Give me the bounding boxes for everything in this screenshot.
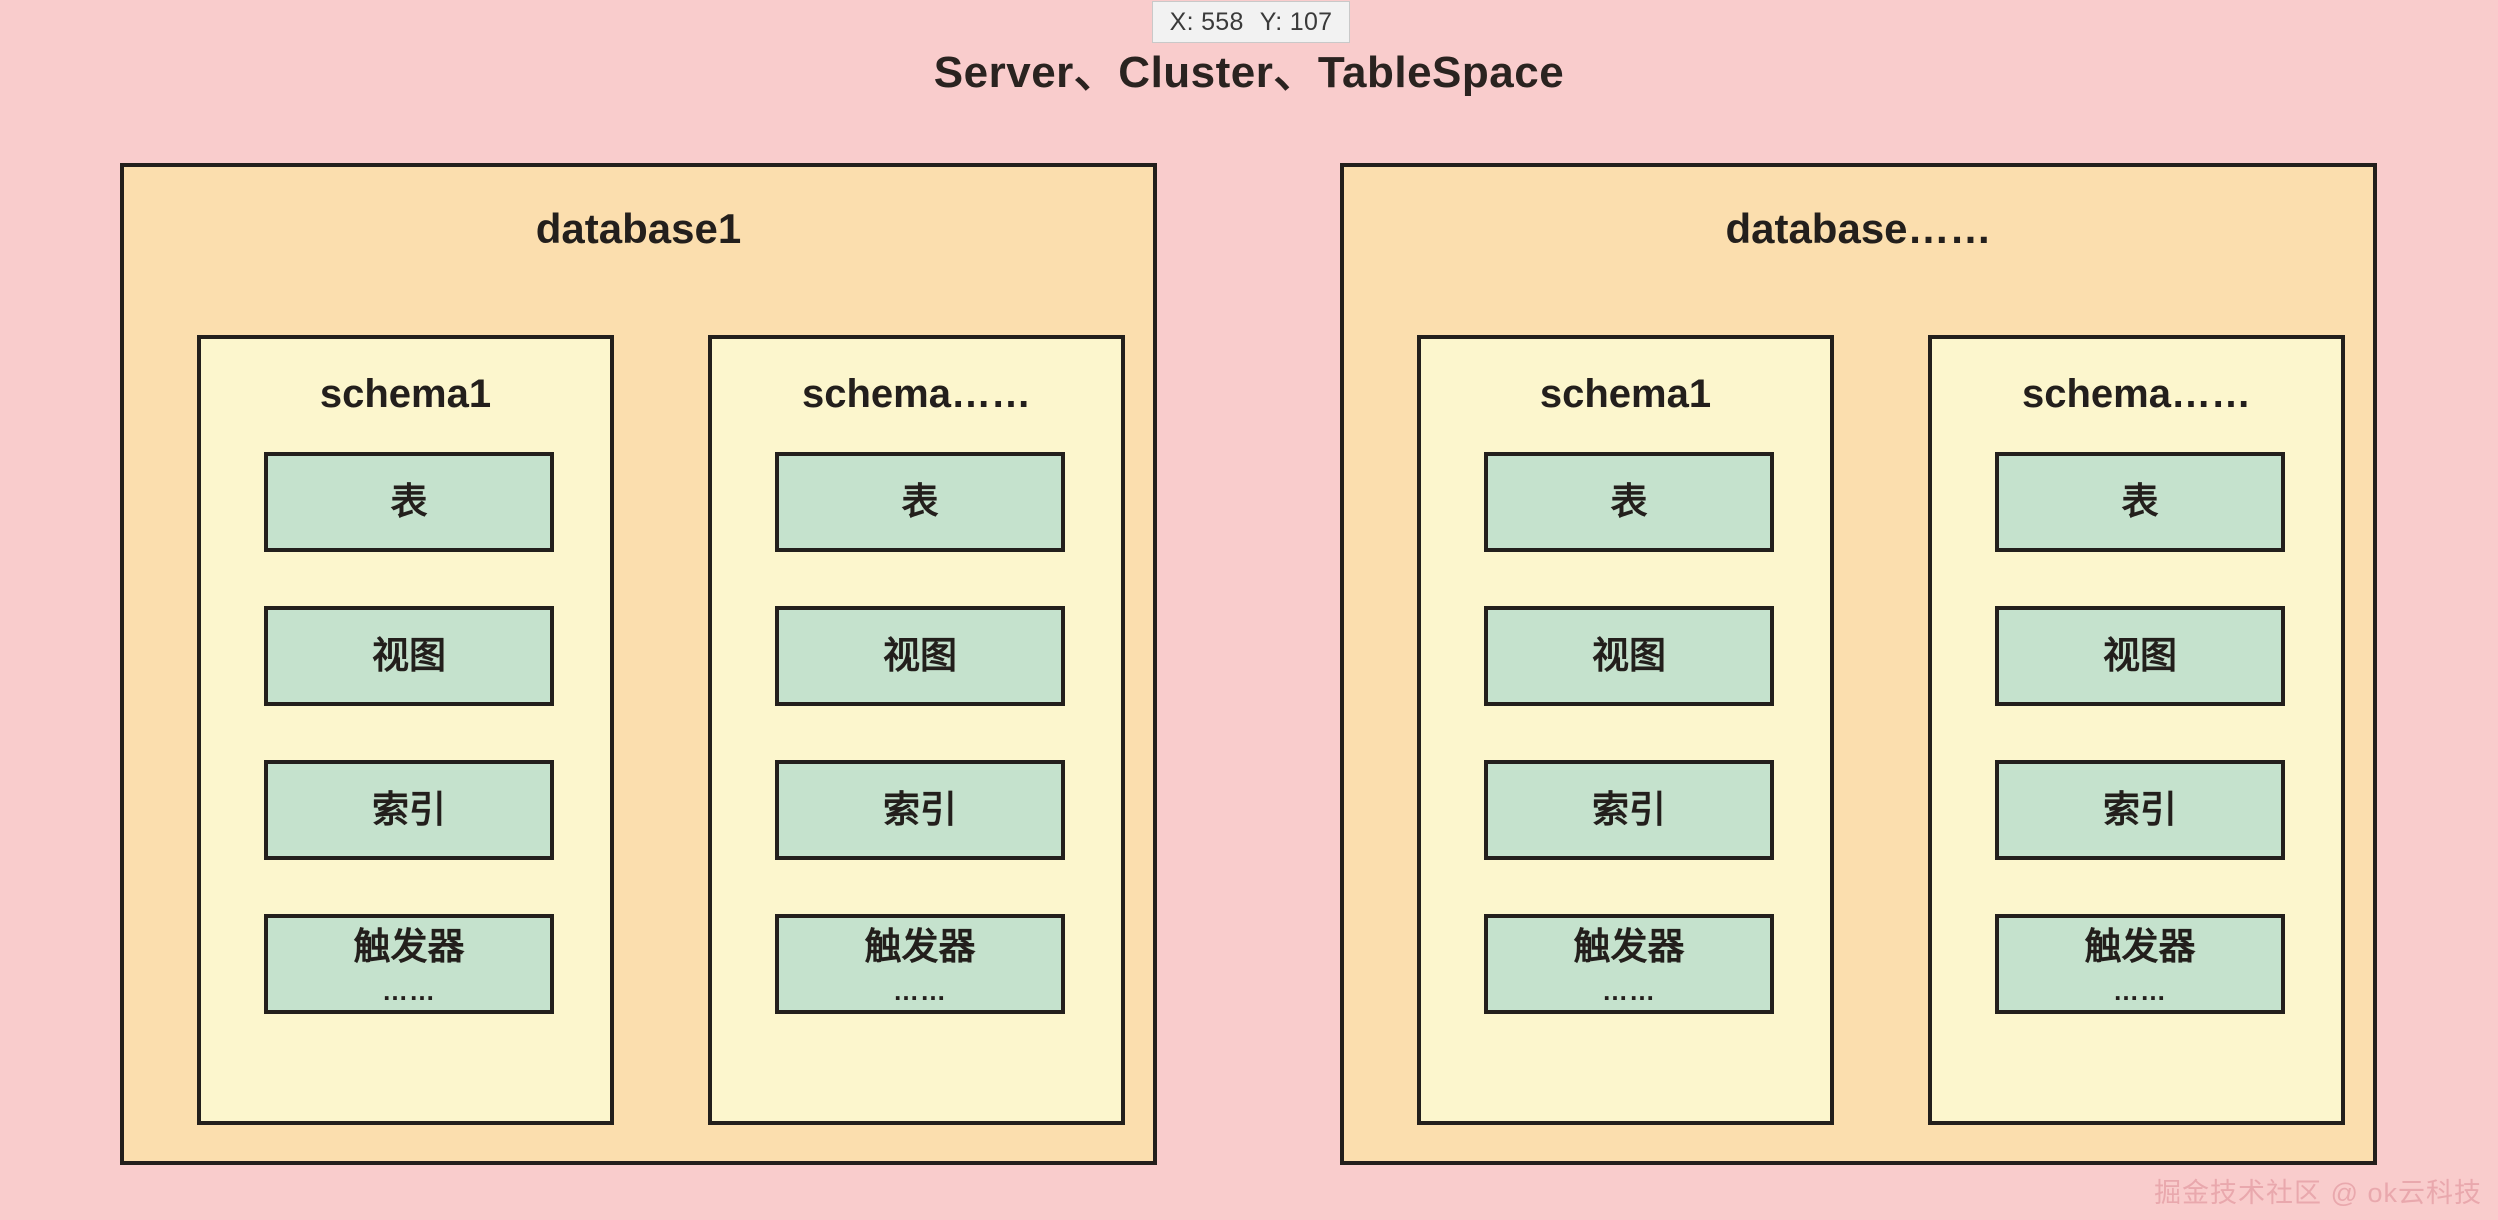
object-label: 索引 (372, 788, 446, 830)
object-box-index: 索引 (1484, 760, 1774, 860)
object-ellipsis: …… (1602, 976, 1656, 1006)
object-ellipsis: …… (2113, 976, 2167, 1006)
schema-box: schema1 表 视图 索引 触发器 …… (1417, 335, 1834, 1125)
object-box-view: 视图 (1995, 606, 2285, 706)
schema-title: schema1 (1539, 372, 1712, 416)
schema-object-list: 表 视图 索引 触发器 …… (264, 452, 554, 1068)
object-box-trigger: 触发器 …… (264, 914, 554, 1014)
object-box-index: 索引 (264, 760, 554, 860)
object-label: 触发器 (2084, 926, 2196, 967)
object-box-table: 表 (1484, 452, 1774, 552)
object-box-trigger: 触发器 …… (1484, 914, 1774, 1014)
cursor-x-value: X: 558 (1169, 7, 1244, 36)
database-box: database1 schema1 表 视图 索引 触发器 …… (120, 163, 1157, 1165)
object-label: 触发器 (353, 926, 465, 967)
object-ellipsis: …… (382, 976, 436, 1006)
schema-object-list: 表 视图 索引 触发器 …… (1484, 452, 1774, 1068)
object-label: 表 (901, 480, 939, 522)
object-label: 视图 (2103, 634, 2177, 676)
object-box-index: 索引 (775, 760, 1065, 860)
object-box-view: 视图 (775, 606, 1065, 706)
object-label: 表 (2121, 480, 2159, 522)
object-box-table: 表 (775, 452, 1065, 552)
object-label: 索引 (2103, 788, 2177, 830)
object-box-table: 表 (264, 452, 554, 552)
object-label: 表 (1610, 480, 1648, 522)
object-label: 索引 (883, 788, 957, 830)
object-label: 视图 (1592, 634, 1666, 676)
object-box-view: 视图 (1484, 606, 1774, 706)
database-box: database…… schema1 表 视图 索引 触发器 …… (1340, 163, 2377, 1165)
object-box-view: 视图 (264, 606, 554, 706)
database-title: database…… (1725, 205, 1992, 252)
object-ellipsis: …… (893, 976, 947, 1006)
object-label: 表 (390, 480, 428, 522)
object-label: 触发器 (864, 926, 976, 967)
schema-box: schema1 表 视图 索引 触发器 …… (197, 335, 614, 1125)
cursor-y-value: Y: 107 (1259, 7, 1333, 36)
object-label: 触发器 (1573, 926, 1685, 967)
object-box-index: 索引 (1995, 760, 2285, 860)
schema-row: schema1 表 视图 索引 触发器 …… (124, 335, 1153, 1125)
object-label: 索引 (1592, 788, 1666, 830)
schema-title: schema…… (802, 372, 1031, 416)
object-label: 视图 (883, 634, 957, 676)
schema-box: schema…… 表 视图 索引 触发器 …… (708, 335, 1125, 1125)
cursor-coordinate-tooltip: X: 558 Y: 107 (1152, 1, 1350, 43)
object-box-trigger: 触发器 …… (1995, 914, 2285, 1014)
watermark: 掘金技术社区 @ ok云科技 (2154, 1178, 2482, 1208)
schema-row: schema1 表 视图 索引 触发器 …… (1344, 335, 2373, 1125)
object-box-trigger: 触发器 …… (775, 914, 1065, 1014)
page-title: Server、Cluster、TableSpace (933, 48, 1565, 97)
schema-box: schema…… 表 视图 索引 触发器 …… (1928, 335, 2345, 1125)
schema-title: schema1 (319, 372, 492, 416)
object-box-table: 表 (1995, 452, 2285, 552)
schema-object-list: 表 视图 索引 触发器 …… (775, 452, 1065, 1068)
schema-title: schema…… (2022, 372, 2251, 416)
schema-object-list: 表 视图 索引 触发器 …… (1995, 452, 2285, 1068)
database-title: database1 (535, 205, 742, 252)
object-label: 视图 (372, 634, 446, 676)
